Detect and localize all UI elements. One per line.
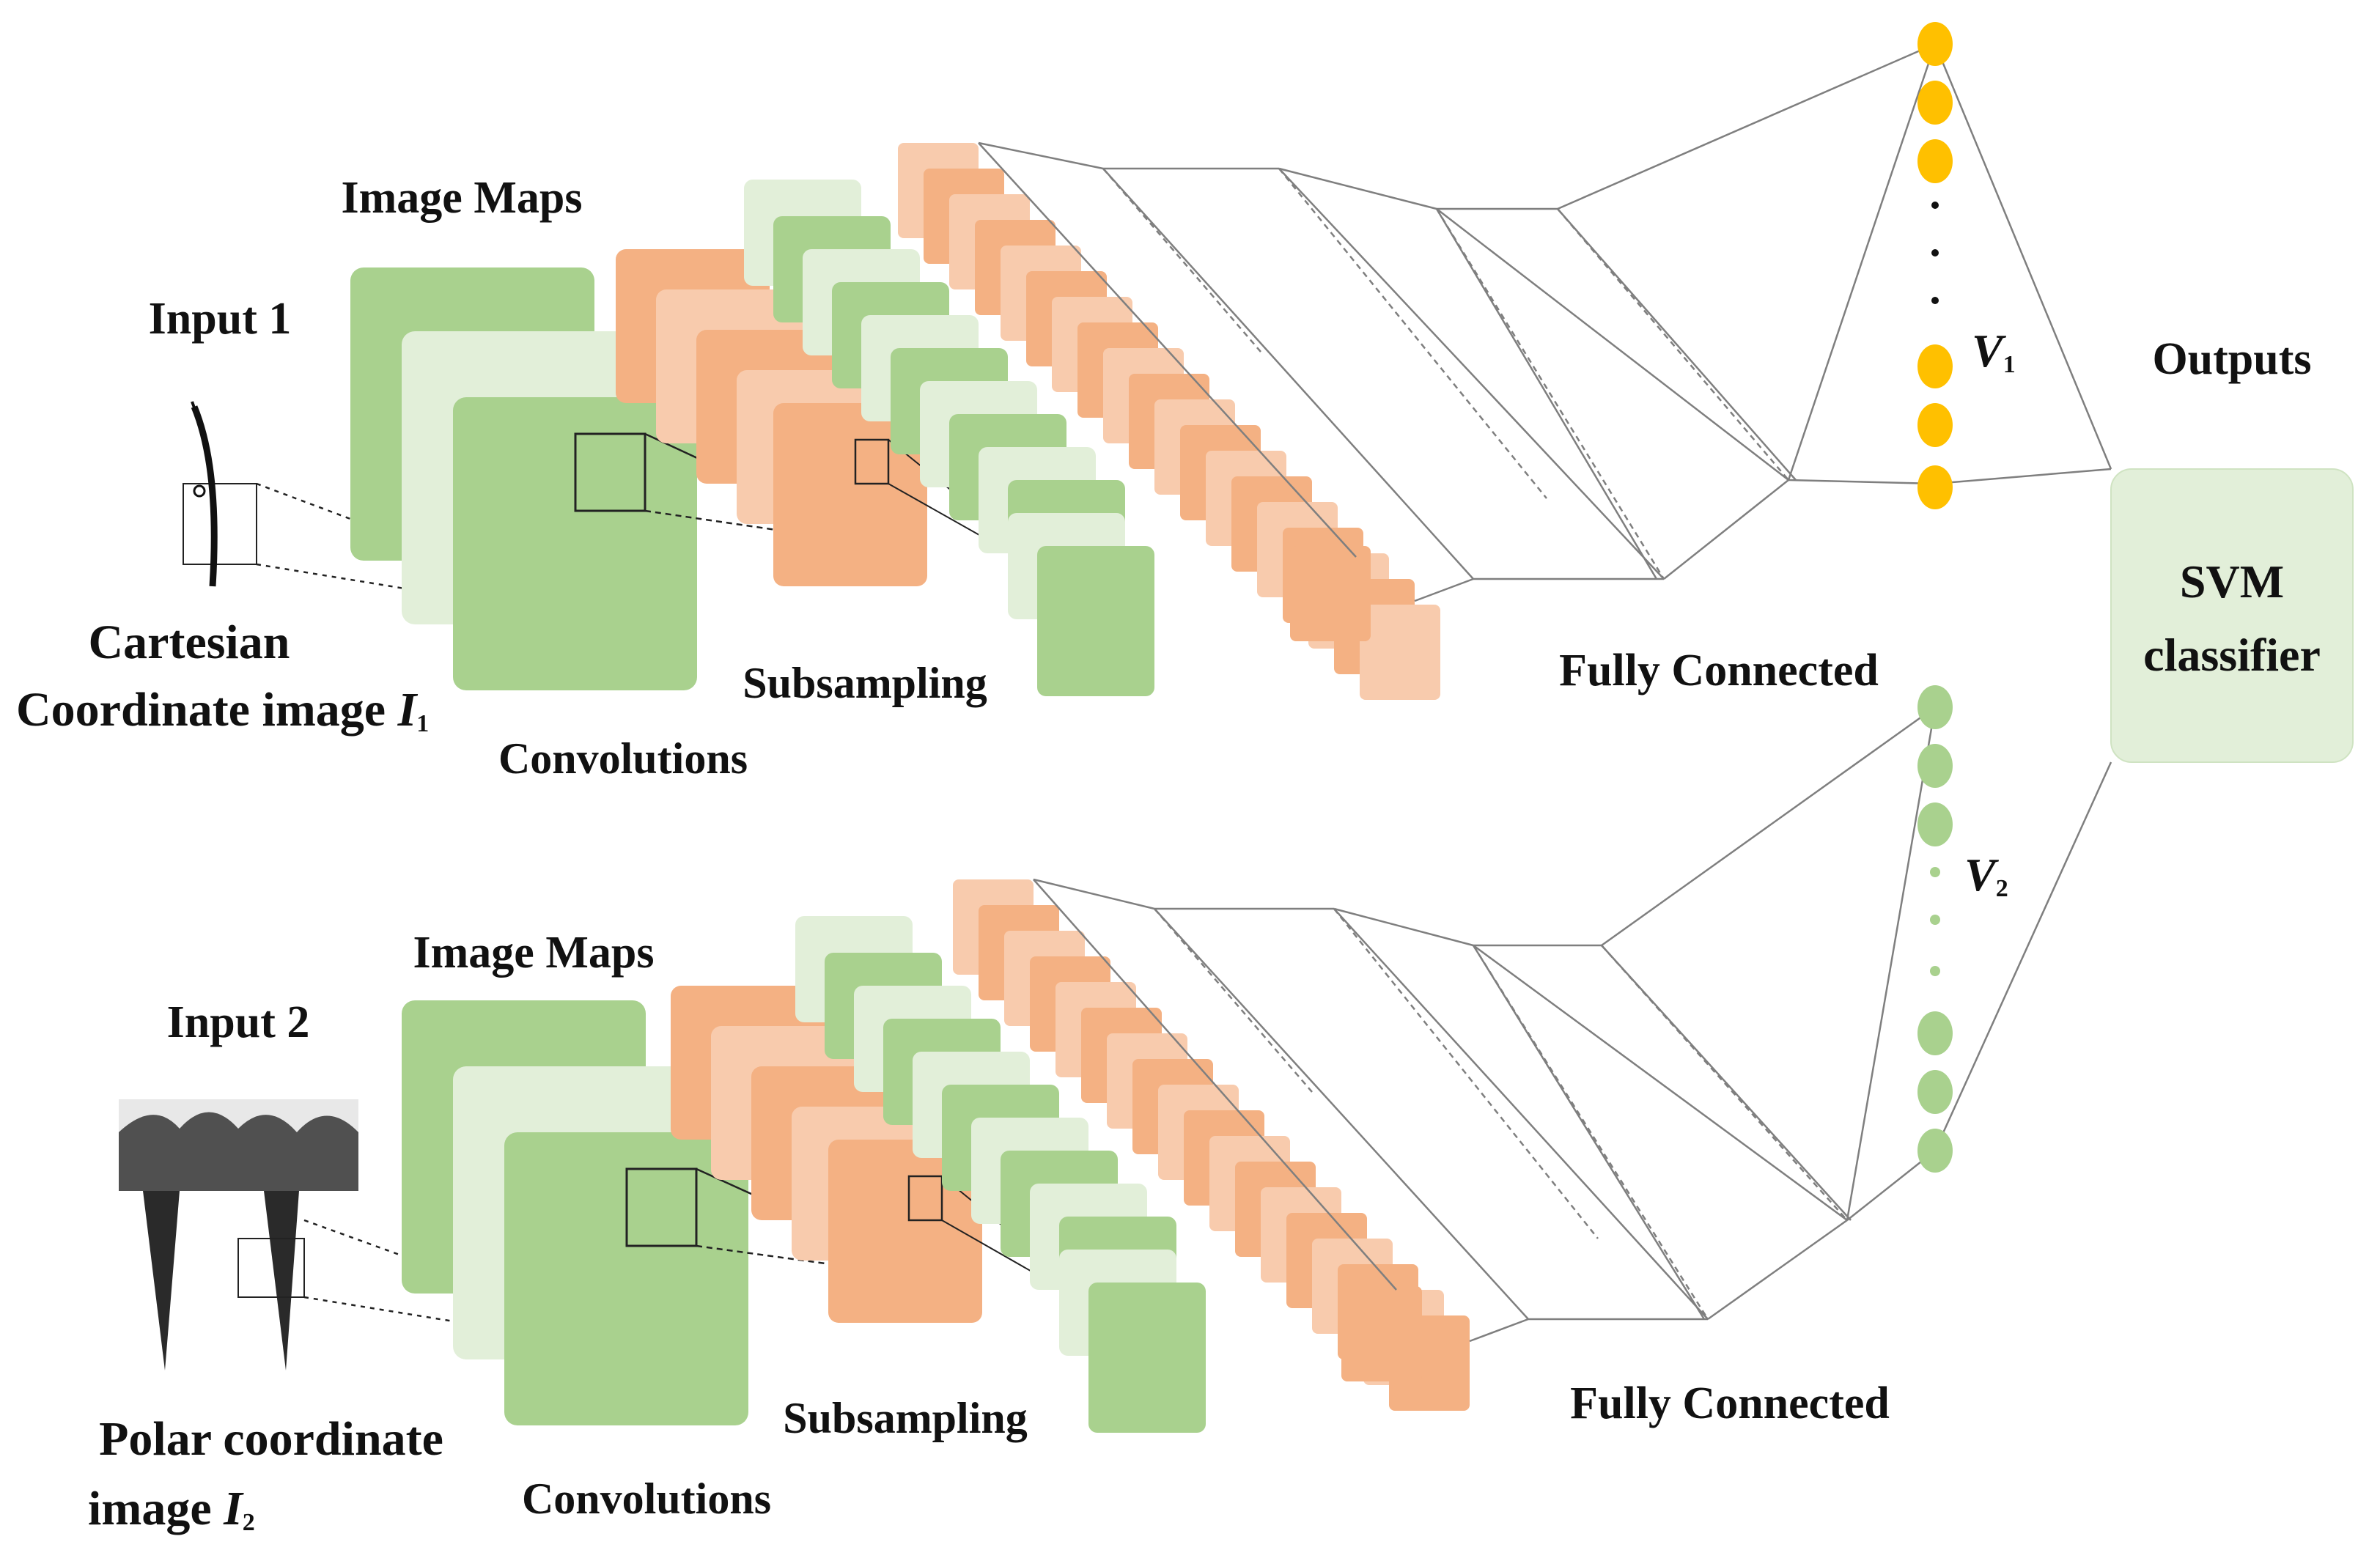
branch-2 [119, 685, 2112, 1433]
fully-connected-label-1: Fully Connected [1559, 646, 1879, 695]
input-1-label: Input 1 [149, 294, 292, 344]
subsampling-stack-2 [795, 916, 1206, 1433]
cartesian-image-symbol: I [397, 683, 419, 737]
image-maps-stack-1 [350, 267, 697, 690]
polar-caption-line2: image I2 [88, 1482, 255, 1536]
image-maps-label-2: Image Maps [413, 928, 655, 978]
outputs-label: Outputs [2152, 334, 2311, 384]
cartesian-caption-text: Coordinate image [16, 683, 398, 737]
svm-label-line1: SVM [2180, 556, 2284, 608]
image-maps-label-1: Image Maps [342, 173, 583, 223]
convolution-stack-1 [616, 249, 927, 586]
subsampling-label-1: Subsampling [743, 659, 987, 707]
subsampling-stack-1 [744, 180, 1154, 696]
branch-1 [183, 22, 2112, 700]
svm-classifier-box [2110, 468, 2354, 763]
v1-vector-nodes [1917, 22, 1953, 509]
polar-input-image [119, 1099, 358, 1370]
image-maps-stack-2 [402, 1000, 748, 1425]
polar-caption-text: image [88, 1482, 224, 1535]
convolutions-label-1: Convolutions [498, 734, 748, 783]
v1-symbol: V [1972, 325, 2007, 377]
v2-symbol: V [1964, 849, 2000, 901]
fully-connected-wireframe-1 [978, 43, 2112, 602]
v2-vector-nodes [1917, 685, 1953, 1173]
subsampling-label-2: Subsampling [783, 1394, 1028, 1442]
fully-connected-wireframe-2 [1033, 706, 2112, 1343]
convolution-stack-2 [671, 986, 982, 1323]
convolutions-label-2: Convolutions [522, 1475, 771, 1523]
cartesian-caption-line2: Coordinate image I1 [16, 683, 429, 737]
cartesian-input-image [183, 401, 257, 587]
v1-label: V1 [1972, 325, 2016, 378]
cartesian-caption-line1: Cartesian [89, 616, 290, 669]
input-2-label: Input 2 [167, 997, 310, 1047]
feature-maps-stack-1 [898, 143, 1440, 700]
polar-image-subscript: 2 [243, 1509, 255, 1536]
svm-label-line2: classifier [2143, 629, 2321, 681]
polar-image-symbol: I [223, 1482, 244, 1535]
fully-connected-label-2: Fully Connected [1570, 1379, 1890, 1428]
v2-subscript: 2 [1996, 875, 2008, 902]
cartesian-image-subscript: 1 [416, 710, 429, 737]
v2-label: V2 [1964, 849, 2008, 902]
polar-caption-line1: Polar coordinate [99, 1412, 443, 1466]
v1-subscript: 1 [2003, 351, 2016, 378]
